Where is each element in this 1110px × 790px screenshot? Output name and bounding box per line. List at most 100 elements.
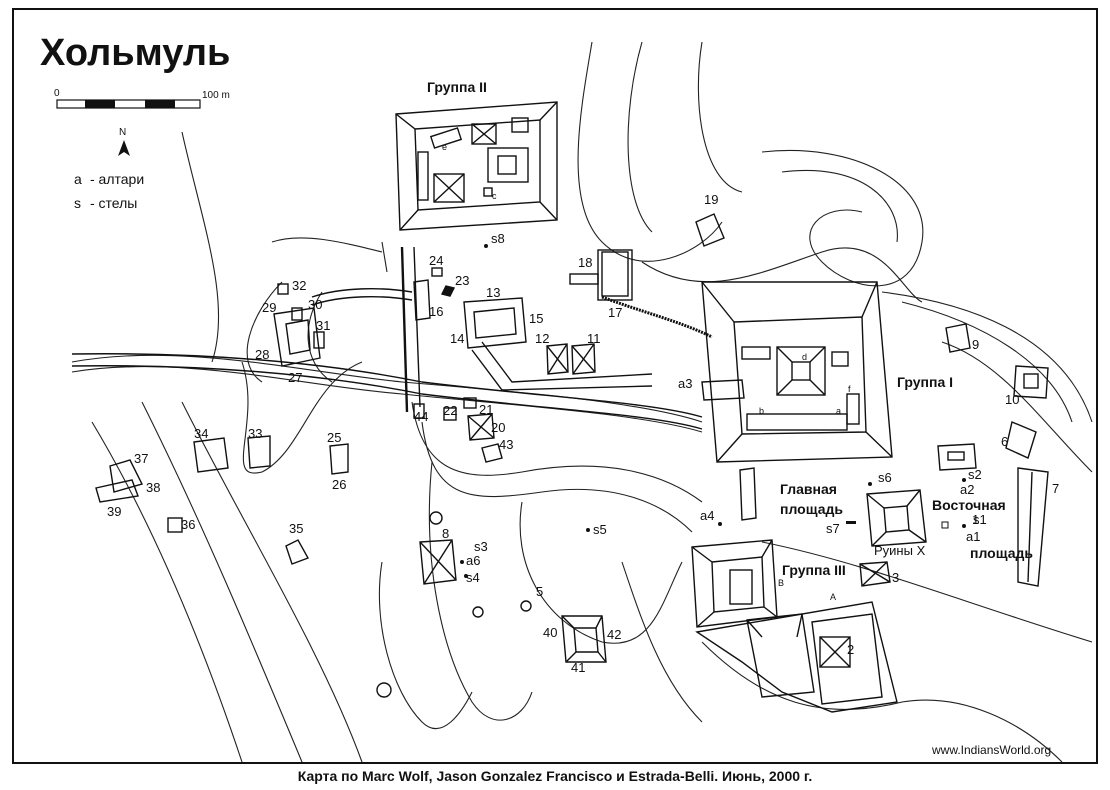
structure-label: 24	[429, 253, 443, 268]
east-plaza-label-1: Восточная	[932, 497, 1006, 513]
east-plaza-label-2: площадь	[970, 545, 1033, 561]
group-1-complex	[701, 281, 893, 463]
structure-label: 19	[704, 192, 718, 207]
structure-label: 28	[255, 347, 269, 362]
watermark: www.IndiansWorld.org	[931, 743, 1051, 757]
building-letter: B	[778, 578, 784, 588]
structure-numbers: 1 2 3 5 6 7 8 9 10 11 12 13 14 15 16 17 …	[107, 192, 1059, 675]
site-map: 0 100 m N a - алтари s - стелы Группа II…	[54, 41, 1093, 763]
scale-bar-start: 0	[54, 88, 60, 99]
group-2-label: Группа II	[427, 79, 487, 95]
structure-label: 12	[535, 331, 549, 346]
legend: a - алтари s - стелы	[74, 171, 144, 211]
monument-markers	[460, 244, 966, 578]
structure-label: 31	[316, 318, 330, 333]
group-3-label: Группа III	[782, 562, 846, 578]
structure-label: 35	[289, 521, 303, 536]
causeways	[71, 246, 713, 430]
structure-label: 33	[248, 426, 262, 441]
structure-label: 16	[429, 304, 443, 319]
main-plaza-label-2: площадь	[780, 501, 843, 517]
structure-label: 40	[543, 625, 557, 640]
structure-label: 23	[455, 273, 469, 288]
building-letter: e	[442, 142, 447, 152]
map-title: Хольмуль	[40, 32, 231, 74]
stela-label: s1	[973, 512, 987, 527]
structure-label: 21	[479, 402, 493, 417]
scale-bar-end: 100 m	[202, 90, 230, 101]
building-letter: f	[848, 384, 851, 394]
structure-label: 34	[194, 426, 208, 441]
structure-label: 10	[1005, 392, 1019, 407]
stela-labels: s1 s2 s3 s4 s5 s6 s7 s8	[466, 231, 987, 585]
west-structures	[95, 283, 607, 698]
stela-label: s7	[826, 521, 840, 536]
altar-label: a6	[466, 553, 480, 568]
structure-label: 38	[146, 480, 160, 495]
stela-label: s4	[466, 570, 480, 585]
structure-label: 39	[107, 504, 121, 519]
central-structures	[413, 251, 629, 463]
structure-label: 8	[442, 526, 449, 541]
structure-label: 27	[288, 370, 302, 385]
structure-label: 3	[892, 570, 899, 585]
structure-label: 43	[499, 437, 513, 452]
altar-label: a1	[966, 529, 980, 544]
building-letter: a	[836, 406, 841, 416]
building-letter: b	[759, 406, 764, 416]
structure-label: 14	[450, 331, 464, 346]
north-arrow-icon: N	[118, 127, 130, 156]
building-letter: c	[492, 191, 497, 201]
map-caption: Карта по Marc Wolf, Jason Gonzalez Franc…	[297, 768, 813, 784]
structure-label: 1	[972, 512, 979, 527]
altar-label: a3	[678, 376, 692, 391]
structure-label: 17	[608, 305, 622, 320]
structure-label: 13	[486, 285, 500, 300]
structure-label: 22	[443, 403, 457, 418]
stela-label: s3	[474, 539, 488, 554]
structure-label: 32	[292, 278, 306, 293]
structure-label: 25	[327, 430, 341, 445]
map-frame: 0 100 m N a - алтари s - стелы Группа II…	[12, 8, 1098, 764]
scale-bar: 0 100 m	[54, 88, 230, 109]
structure-label: 6	[1001, 434, 1008, 449]
legend-stela-text: - стелы	[90, 195, 137, 211]
main-plaza-label-1: Главная	[780, 481, 837, 497]
group-2-complex	[395, 101, 558, 231]
structure-label: 44	[414, 409, 428, 424]
structure-label: 37	[134, 451, 148, 466]
structure-label: 26	[332, 477, 346, 492]
structure-label: 42	[607, 627, 621, 642]
contour-lines	[71, 41, 1093, 763]
building-letter: d	[802, 352, 807, 362]
structure-label: 5	[536, 584, 543, 599]
stela-label: s8	[491, 231, 505, 246]
structure-label: 30	[308, 297, 322, 312]
legend-altar-key: a	[74, 171, 82, 187]
altar-label: a2	[960, 482, 974, 497]
structure-label: 9	[972, 337, 979, 352]
stela-label: s2	[968, 467, 982, 482]
building-letter: A	[830, 592, 836, 602]
group-labels: Группа II Группа I Группа III Главная пл…	[427, 79, 1033, 578]
structure-label: 11	[587, 331, 601, 346]
group-3-complex	[691, 539, 898, 713]
legend-stela-key: s	[74, 195, 81, 211]
altar-labels: a1 a2 a3 a4 a6	[466, 376, 980, 568]
structure-label: 20	[491, 420, 505, 435]
plaza-structures	[569, 213, 1049, 587]
ruins-x-label: Руины X	[874, 543, 926, 558]
group-1-label: Группа I	[897, 374, 953, 390]
stela-label: s5	[593, 522, 607, 537]
structure-label: 29	[262, 300, 276, 315]
structure-label: 2	[847, 642, 854, 657]
altar-label: a4	[700, 508, 714, 523]
north-label: N	[119, 127, 126, 138]
structure-label: 15	[529, 311, 543, 326]
structure-label: 41	[571, 660, 585, 675]
structure-label: 7	[1052, 481, 1059, 496]
structure-label: 18	[578, 255, 592, 270]
building-letters: a b c d e f A B	[442, 142, 851, 602]
legend-altar-text: - алтари	[90, 171, 144, 187]
structure-label: 36	[181, 517, 195, 532]
